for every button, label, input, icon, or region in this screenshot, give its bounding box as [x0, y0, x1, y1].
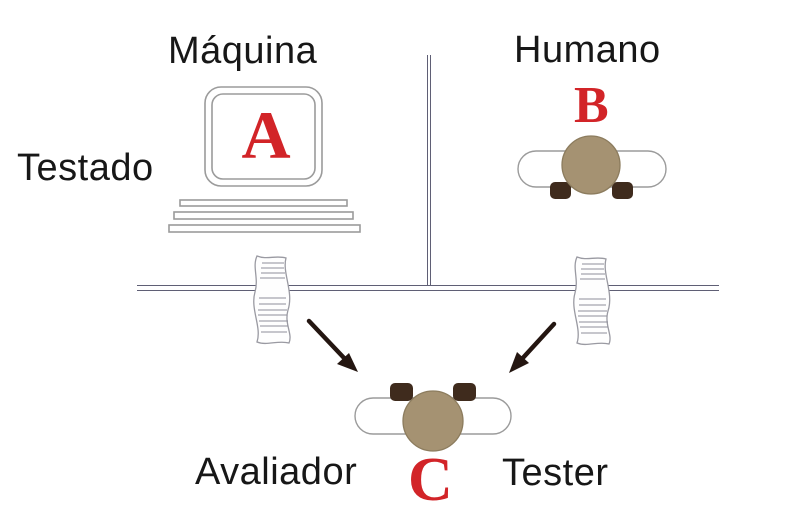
human-label: Humano — [514, 29, 661, 71]
paper-right-icon — [573, 256, 611, 346]
tester-label: Tester — [502, 452, 609, 494]
paper-left-icon — [253, 255, 291, 345]
letter-a: A — [241, 97, 291, 173]
machine-label: Máquina — [168, 30, 318, 72]
tested-label: Testado — [17, 147, 154, 189]
vertical-divider-line — [427, 55, 431, 287]
computer-icon — [168, 86, 361, 233]
person-b-icon — [517, 135, 667, 199]
letter-c: C — [408, 446, 453, 514]
arrow-left-icon — [306, 318, 358, 372]
evaluator-label: Avaliador — [195, 451, 358, 493]
person-c-icon — [354, 383, 512, 452]
horizontal-wall-line — [137, 285, 719, 291]
arrow-right-icon — [509, 321, 557, 373]
letter-b: B — [574, 77, 609, 134]
